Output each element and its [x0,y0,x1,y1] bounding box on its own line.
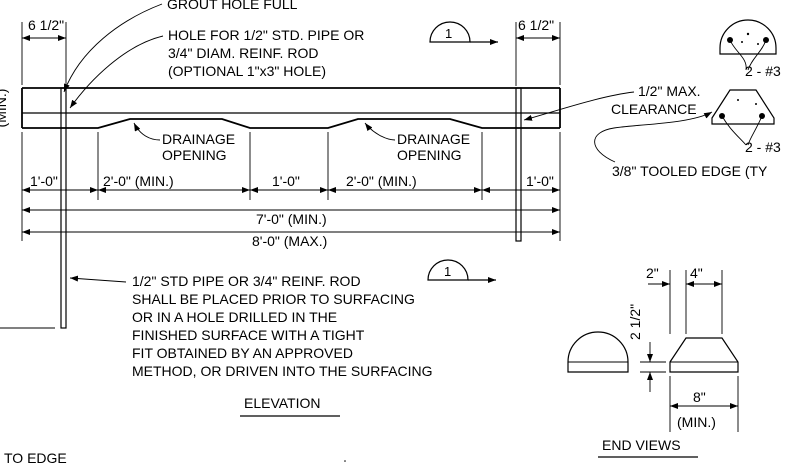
end-view-trapezoid [669,337,739,373]
note-grout: GROUT HOLE FULL [167,0,298,12]
note-pipe-1: 1/2" STD PIPE OR 3/4" REINF. ROD [132,273,361,289]
clearance-leader [523,91,635,121]
dim-end-segment-left: 1'-0" [30,173,58,189]
dim-left-vertical: (MIN.) [0,89,9,128]
section-marker-top-number: 1 [445,26,452,41]
note-hole-2: 3/4" DIAM. REINF. ROD [168,45,318,61]
end-dim-bottom-2: (MIN.) [677,414,716,430]
bars-mid-label: 2 - #3 [745,139,781,155]
title-end-views: END VIEWS [602,437,681,453]
end-section-trapezoid [711,89,775,146]
left-pipe [60,87,67,329]
note-clearance-2: CLEARANCE [611,101,697,117]
note-pipe-3: OR IN A HOLE DRILLED IN THE [132,309,337,325]
end-dim-bottom-1: 8" [693,389,706,405]
drainage-b-leader [364,122,396,141]
title-elevation: ELEVATION [244,395,321,411]
extension-lines [21,22,561,241]
end-dim-top-right: 4" [690,265,703,281]
curb-elevation [21,87,561,129]
section-marker-bottom [427,259,496,283]
tooled-edge-leader [594,111,713,163]
dim-drainage-2: 2'-0" (MIN.) [346,173,417,189]
note-hole-1: HOLE FOR 1/2" STD. PIPE OR [168,27,364,43]
dim-right-end: 6 1/2" [518,17,554,33]
note-drainage-a-1: DRAINAGE [162,131,235,147]
dim-end-segment-right: 1'-0" [526,173,554,189]
note-bottom-left: TO EDGE [4,450,67,465]
dim-overall-min: 7'-0" (MIN.) [256,211,327,227]
grout-leader [63,3,163,93]
note-hole-3: (OPTIONAL 1"x3" HOLE) [168,63,326,79]
bars-top-label: 2 - #3 [745,63,781,79]
note-tooled-edge: 3/8" TOOLED EDGE (TY [612,163,768,179]
stray-mark [344,460,346,462]
dim-middle: 1'-0" [272,173,300,189]
section-marker-bottom-number: 1 [444,264,451,279]
end-dim-height: 2 1/2" [627,304,643,340]
dim-overall-max: 8'-0" (MAX.) [252,233,327,249]
note-drainage-b-1: DRAINAGE [397,131,470,147]
end-view-round [567,331,629,373]
hole-leader [69,35,164,109]
end-section-round [719,19,777,71]
dim-left-end: 6 1/2" [28,17,64,33]
end-dim-top-left: 2" [646,265,659,281]
pipe-note-leader [69,275,127,283]
note-pipe-2: SHALL BE PLACED PRIOR TO SURFACING [132,291,415,307]
note-pipe-5: FIT OBTAINED BY AN APPROVED [132,345,353,361]
end-view-dimension-lines [640,270,739,432]
note-pipe-4: FINISHED SURFACE WITH A TIGHT [132,327,365,343]
drainage-a-leader [133,122,161,141]
dim-drainage-1: 2'-0" (MIN.) [103,173,174,189]
note-clearance-1: 1/2" MAX. [638,83,701,99]
right-pipe [515,87,522,242]
section-marker-top [429,21,498,45]
note-pipe-6: METHOD, OR DRIVEN INTO THE SURFACING [132,363,433,379]
note-drainage-a-2: OPENING [162,147,227,163]
overall-dimension-lines [22,207,560,235]
note-drainage-b-2: OPENING [397,147,462,163]
